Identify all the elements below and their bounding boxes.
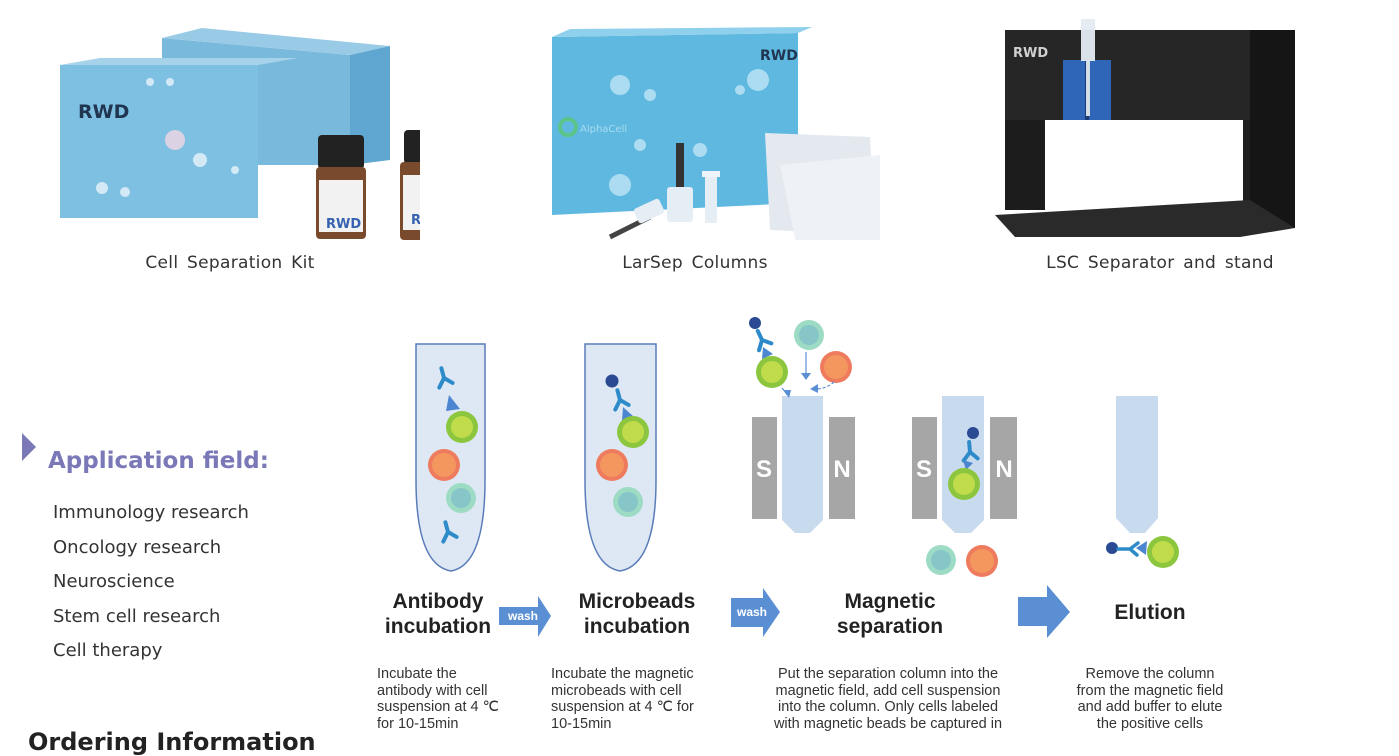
svg-text:AlphaCell: AlphaCell [580, 124, 627, 135]
svg-text:S: S [756, 456, 772, 483]
non-target-cell-icon [446, 483, 476, 513]
wash-arrow-1: wash [499, 596, 551, 637]
magnetic-separation-column-2: S N [912, 396, 1017, 577]
svg-text:wash: wash [736, 605, 767, 619]
step-desc-antibody-incubation: Incubate the antibody with cell suspensi… [377, 666, 499, 732]
cell-separation-kit-photo: RWD RWD RWD [60, 28, 420, 240]
elution-column [1106, 396, 1179, 568]
product-caption: Cell Separation Kit [145, 253, 315, 273]
product-caption: LarSep Columns [622, 253, 768, 273]
svg-text:S: S [916, 456, 932, 483]
step-title-elution: Elution [1114, 601, 1186, 624]
tube-microbeads-incubation [584, 343, 657, 572]
microbead-icon [605, 374, 619, 388]
step-title-antibody-incubation: Antibody incubation [384, 590, 492, 638]
application-item: Neuroscience [53, 571, 175, 592]
application-field-title: Application field: [48, 448, 269, 474]
application-list: Immunology research Oncology research Ne… [53, 500, 249, 673]
svg-text:N: N [995, 456, 1012, 483]
magnetic-separation-column-1: S N [749, 317, 855, 533]
svg-text:wash: wash [507, 609, 538, 623]
svg-text:RWD: RWD [326, 217, 361, 232]
product-caption: LSC Separator and stand [1046, 253, 1274, 273]
elution-arrow [1018, 585, 1070, 638]
section-bullet-triangle-icon [22, 433, 36, 461]
tube-antibody-incubation [415, 343, 486, 572]
application-item: Cell therapy [53, 640, 163, 661]
larsep-columns-photo: AlphaCell RWD [552, 27, 880, 240]
lsc-separator-stand-photo: RWD [995, 19, 1295, 237]
svg-text:RWD: RWD [1013, 46, 1048, 61]
non-target-cell-icon [428, 449, 460, 481]
target-cell-icon [446, 411, 478, 443]
step-desc-elution: Remove the column from the magnetic fiel… [1076, 666, 1224, 732]
application-item: Oncology research [53, 536, 222, 558]
rwd-logo: RWD [78, 101, 129, 123]
step-title-microbeads-incubation: Microbeads incubation [578, 590, 696, 638]
step-title-magnetic-separation: Magnetic separation [836, 590, 944, 638]
svg-text:RWD: RWD [760, 48, 798, 64]
step-desc-magnetic-separation: Put the separation column into the magne… [773, 666, 1003, 732]
application-item: Immunology research [53, 502, 249, 523]
svg-text:RWD: RWD [411, 213, 420, 228]
svg-text:N: N [833, 456, 850, 483]
wash-arrow-2: wash [731, 588, 780, 637]
step-desc-microbeads-incubation: Incubate the magnetic microbeads with ce… [551, 666, 694, 732]
application-item: Stem cell research [53, 605, 221, 627]
